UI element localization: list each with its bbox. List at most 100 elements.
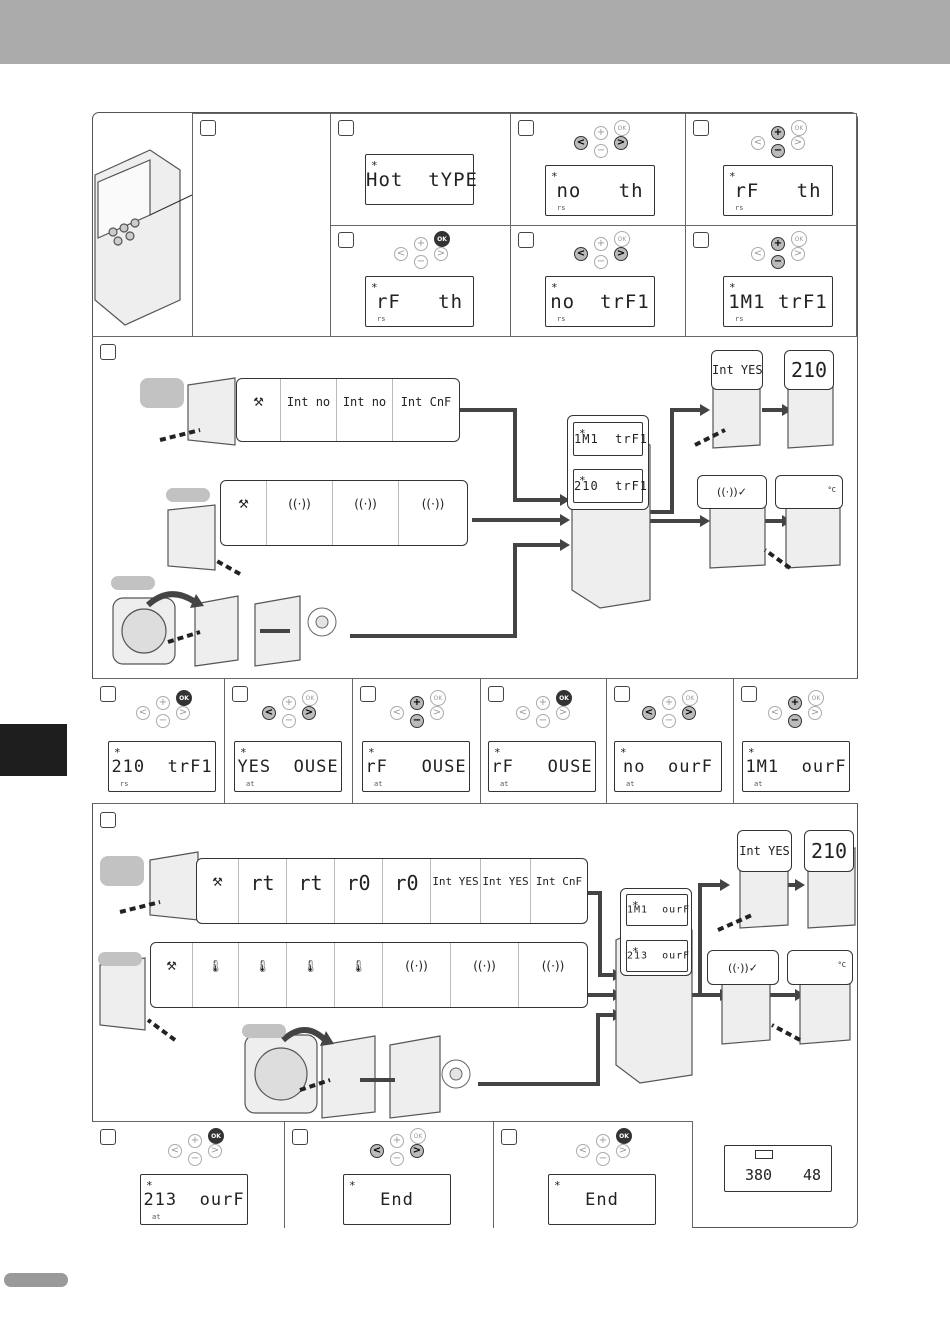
left-button[interactable]: <: [136, 706, 150, 720]
ok-button[interactable]: OK: [791, 120, 807, 136]
ok-button[interactable]: OK: [616, 1128, 632, 1144]
left-button[interactable]: <: [262, 706, 276, 720]
right-button[interactable]: >: [614, 136, 628, 150]
button-cluster: + OK < > −: [384, 690, 450, 732]
ok-button[interactable]: OK: [302, 690, 318, 706]
ok-button[interactable]: OK: [614, 120, 630, 136]
plus-button[interactable]: +: [414, 237, 428, 251]
right-button[interactable]: >: [791, 247, 805, 261]
tools-icon: ⚒: [238, 497, 249, 511]
button-cluster: + OK < > −: [745, 231, 811, 273]
thermometer-icon: 🌡: [254, 959, 271, 973]
minus-button[interactable]: −: [410, 714, 424, 728]
button-cluster: + OK < > −: [130, 690, 196, 732]
minus-button[interactable]: −: [390, 1152, 404, 1166]
plus-button[interactable]: +: [390, 1134, 404, 1148]
ok-button[interactable]: OK: [808, 690, 824, 706]
minus-button[interactable]: −: [662, 714, 676, 728]
minus-button[interactable]: −: [771, 144, 785, 158]
plus-button[interactable]: +: [410, 696, 424, 710]
thermostat-menu-strip: ⚒ ((·)) ((·)) ((·)): [220, 480, 468, 546]
right-button[interactable]: >: [434, 247, 448, 261]
right-button[interactable]: >: [176, 706, 190, 720]
minus-button[interactable]: −: [188, 1152, 202, 1166]
plus-button[interactable]: +: [536, 696, 550, 710]
left-button[interactable]: <: [576, 1144, 590, 1158]
step-cell: [192, 113, 331, 337]
right-button[interactable]: >: [791, 136, 805, 150]
left-button[interactable]: <: [516, 706, 530, 720]
right-button[interactable]: >: [682, 706, 696, 720]
left-button[interactable]: <: [370, 1144, 384, 1158]
button-cluster: + OK < > −: [568, 120, 634, 162]
left-button[interactable]: <: [768, 706, 782, 720]
thermostat-menu-strip: ⚒ Int no Int no Int CnF: [236, 378, 460, 442]
ok-button[interactable]: OK: [682, 690, 698, 706]
right-button[interactable]: >: [410, 1144, 424, 1158]
plus-button[interactable]: +: [771, 237, 785, 251]
minus-button[interactable]: −: [594, 255, 608, 269]
left-button[interactable]: <: [168, 1144, 182, 1158]
right-button[interactable]: >: [556, 706, 570, 720]
right-button[interactable]: >: [616, 1144, 630, 1158]
radio-signal-icon: ((·)): [354, 497, 377, 511]
left-button[interactable]: <: [642, 706, 656, 720]
plus-button[interactable]: +: [788, 696, 802, 710]
right-button[interactable]: >: [808, 706, 822, 720]
left-button[interactable]: <: [394, 247, 408, 261]
left-button[interactable]: <: [390, 706, 404, 720]
step-number: [518, 232, 534, 248]
plus-button[interactable]: +: [188, 1134, 202, 1148]
left-button[interactable]: <: [574, 247, 588, 261]
right-button[interactable]: >: [208, 1144, 222, 1158]
minus-button[interactable]: −: [788, 714, 802, 728]
ok-button[interactable]: OK: [434, 231, 450, 247]
thermostat-menu-strip: ⚒ 🌡 🌡 🌡 🌡 ((·)) ((·)) ((·)): [150, 942, 588, 1008]
minus-button[interactable]: −: [156, 714, 170, 728]
minus-button[interactable]: −: [594, 144, 608, 158]
minus-button[interactable]: −: [414, 255, 428, 269]
section-a: [92, 336, 858, 679]
left-button[interactable]: <: [574, 136, 588, 150]
grey-tag: [166, 488, 210, 502]
minus-button[interactable]: −: [771, 255, 785, 269]
ok-button[interactable]: OK: [791, 231, 807, 247]
plus-button[interactable]: +: [282, 696, 296, 710]
button-cluster: + OK < > −: [162, 1128, 228, 1170]
ok-button[interactable]: OK: [430, 690, 446, 706]
plus-button[interactable]: +: [771, 126, 785, 140]
right-button[interactable]: >: [614, 247, 628, 261]
step-number: [100, 344, 116, 360]
plus-button[interactable]: +: [662, 696, 676, 710]
temp-bubble: 210: [804, 830, 854, 872]
left-button[interactable]: <: [751, 136, 765, 150]
ok-button[interactable]: OK: [208, 1128, 224, 1144]
right-button[interactable]: >: [302, 706, 316, 720]
plus-button[interactable]: +: [594, 237, 608, 251]
plus-button[interactable]: +: [156, 696, 170, 710]
plus-button[interactable]: +: [596, 1134, 610, 1148]
tools-icon: ⚒: [212, 875, 223, 889]
minus-button[interactable]: −: [596, 1152, 610, 1166]
ok-button[interactable]: OK: [556, 690, 572, 706]
plus-button[interactable]: +: [594, 126, 608, 140]
ok-button[interactable]: OK: [614, 231, 630, 247]
right-button[interactable]: >: [430, 706, 444, 720]
temp-bubble: °C: [775, 475, 843, 509]
minus-button[interactable]: −: [282, 714, 296, 728]
step-number: [338, 232, 354, 248]
indicator-box: [755, 1150, 773, 1159]
step-cell: [330, 113, 511, 226]
step-number: [693, 120, 709, 136]
ok-button[interactable]: OK: [410, 1128, 426, 1144]
thermometer-icon: 🌡: [302, 959, 319, 973]
minus-button[interactable]: −: [536, 714, 550, 728]
left-button[interactable]: <: [751, 247, 765, 261]
ok-button[interactable]: OK: [176, 690, 192, 706]
step-number: [232, 686, 248, 702]
